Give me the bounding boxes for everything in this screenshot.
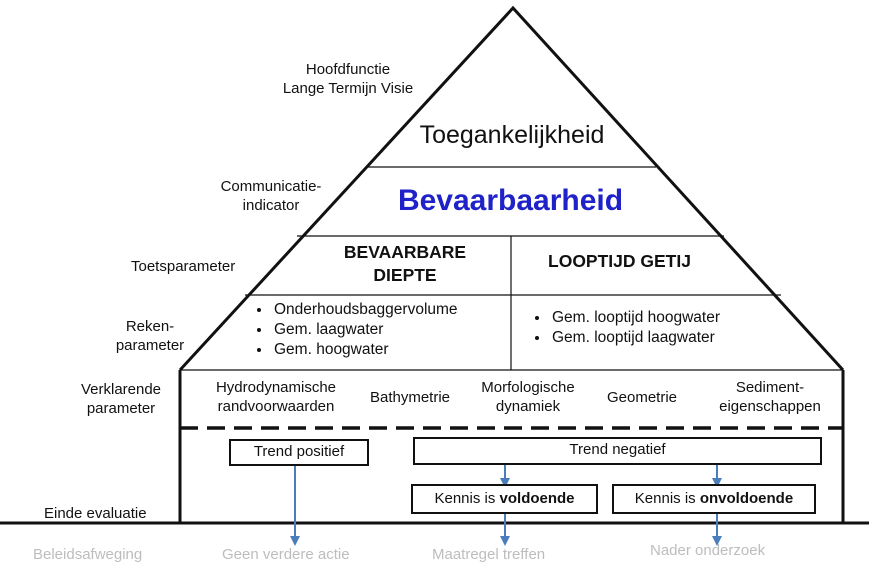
test-param-depth: BEVAARBARE DIEPTE [300, 241, 510, 287]
calc-params-right: Gem. looptijd hoogwater Gem. looptijd la… [532, 308, 720, 348]
label-reken-line2: parameter [115, 337, 185, 354]
explanatory-hydrodynamic-line2: randvoorwaarden [217, 398, 335, 415]
label-hoofdfunctie: Hoofdfunctie Lange Termijn Visie [248, 60, 448, 98]
indicator-title: Bevaarbaarheid [397, 184, 624, 217]
explanatory-hydrodynamic-line1: Hydrodynamische [215, 379, 337, 396]
test-param-depth-line1: BEVAARBARE [343, 242, 467, 262]
explanatory-morphology-line1: Morfologische [481, 379, 575, 396]
explanatory-sediment-line1: Sediment- [735, 379, 805, 396]
outcome-nader-onderzoek: Nader onderzoek [650, 542, 766, 559]
label-communicatie-line2: indicator [242, 197, 300, 214]
main-function-title: Toegankelijkheid [419, 121, 605, 149]
knowledge-sufficient-word: voldoende [499, 490, 575, 507]
trend-negative-box: Trend negatief [413, 437, 822, 465]
explanatory-morphology: Morfologische dynamiek [462, 378, 594, 416]
label-verklarend: Verklarende parameter [66, 380, 176, 418]
knowledge-prefix: Kennis is [434, 490, 500, 507]
pyramid-outline [178, 5, 845, 372]
calc-param-item: Gem. looptijd hoogwater [550, 308, 720, 328]
calc-param-item: Gem. laagwater [272, 320, 458, 340]
explanatory-sediment-line2: eigenschappen [719, 398, 821, 415]
trend-positive-box: Trend positief [229, 439, 369, 466]
explanatory-hydrodynamic: Hydrodynamische randvoorwaarden [190, 378, 362, 416]
label-verklarend-line2: parameter [86, 400, 156, 417]
label-verklarend-line1: Verklarende [80, 381, 162, 398]
label-einde-evaluatie: Einde evaluatie [44, 505, 147, 522]
calc-param-item: Gem. looptijd laagwater [550, 328, 720, 348]
explanatory-sediment: Sediment- eigenschappen [708, 378, 832, 416]
outcome-beleidsafweging: Beleidsafweging [33, 546, 143, 563]
label-communicatie-line1: Communicatie- [220, 178, 322, 195]
knowledge-insufficient-word: onvoldoende [699, 490, 794, 507]
explanatory-geometry: Geometrie [606, 389, 678, 406]
outcome-geen-actie: Geen verdere actie [222, 546, 350, 563]
label-communicatie: Communicatie- indicator [196, 177, 346, 215]
test-param-depth-line2: DIEPTE [373, 265, 437, 285]
label-rekenparameter: Reken- parameter [100, 317, 200, 355]
explanatory-morphology-line2: dynamiek [495, 398, 561, 415]
calc-params-left: Onderhoudsbaggervolume Gem. laagwater Ge… [254, 300, 458, 360]
test-param-tide: LOOPTIJD GETIJ [548, 251, 691, 271]
calc-param-item: Gem. hoogwater [272, 340, 458, 360]
explanatory-bathymetry: Bathymetrie [369, 389, 451, 406]
knowledge-prefix: Kennis is [634, 490, 700, 507]
label-reken-line1: Reken- [125, 318, 175, 335]
calc-param-item: Onderhoudsbaggervolume [272, 300, 458, 320]
outcome-maatregel: Maatregel treffen [432, 546, 546, 563]
knowledge-insufficient-box: Kennis is onvoldoende [612, 484, 816, 514]
label-toetsparameter: Toetsparameter [131, 258, 236, 275]
label-hoofdfunctie-line1: Hoofdfunctie [305, 61, 391, 78]
label-hoofdfunctie-line2: Lange Termijn Visie [282, 80, 414, 97]
knowledge-sufficient-box: Kennis is voldoende [411, 484, 598, 514]
